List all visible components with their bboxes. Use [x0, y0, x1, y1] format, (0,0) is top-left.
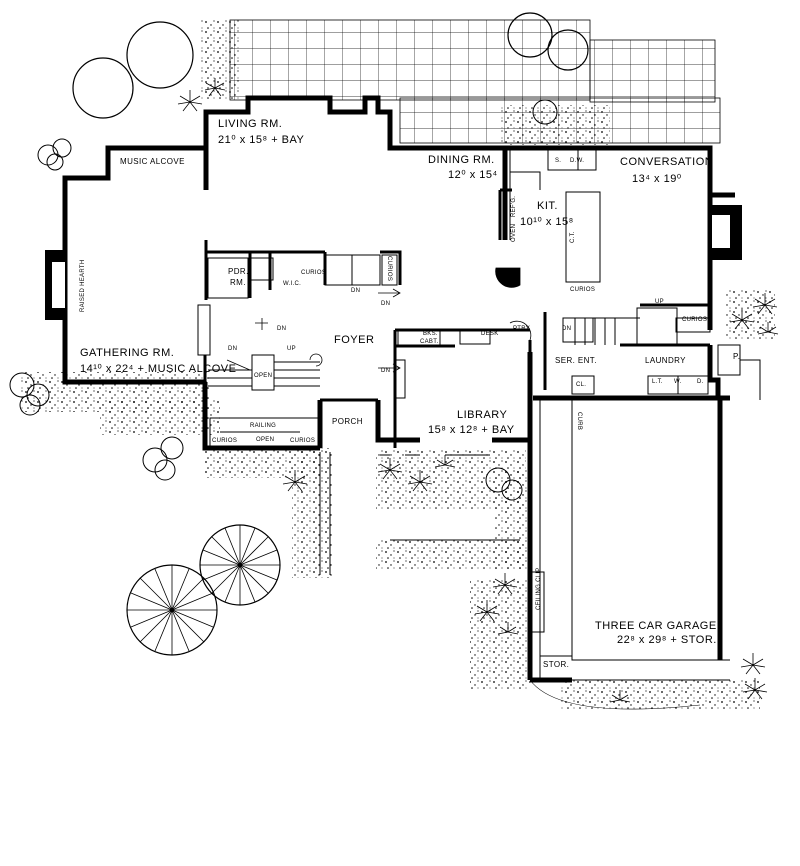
sink-label: S. — [555, 158, 562, 164]
dryer-label: D. — [697, 379, 704, 385]
open-label-railing: OPEN — [256, 437, 275, 443]
service-entry-label: SER. ENT. — [555, 356, 597, 365]
curios-label-stair-right: CURIOS — [290, 438, 316, 444]
living-room-dimensions: 21⁰ x 15⁸ + BAY — [218, 134, 305, 146]
powder-room-label: PDR. — [228, 267, 249, 276]
washer-label: W. — [674, 379, 682, 385]
fixtures-linework — [197, 148, 761, 681]
storage-label: STOR. — [543, 660, 570, 669]
wic-label: W.I.C. — [283, 281, 302, 287]
rear-terrace — [229, 19, 721, 144]
dn-label-stair-2: DN — [228, 346, 238, 352]
cabinet-label: CABT. — [420, 339, 439, 345]
laundry-tub-label: L.T. — [652, 379, 663, 385]
dining-room-label: DINING RM. — [428, 154, 495, 166]
railing-label: RAILING — [250, 423, 277, 429]
gathering-room-label: GATHERING RM. — [80, 347, 175, 359]
dining-room-dimensions: 12⁰ x 15⁴ — [448, 169, 498, 181]
landscaping — [9, 12, 779, 703]
conversation-room-label: CONVERSATION — [620, 156, 714, 168]
oven-label: OVEN — [511, 223, 517, 242]
dn-label-service: DN — [562, 326, 572, 332]
garage-label: THREE CAR GARAGE — [595, 620, 717, 632]
planting-beds — [20, 20, 775, 710]
powder-room-label-2: RM. — [230, 278, 246, 287]
refrigerator-label: REF'G. — [511, 195, 517, 217]
music-alcove-label: MUSIC ALCOVE — [120, 157, 185, 166]
foyer-label: FOYER — [334, 334, 375, 346]
garage-dimensions: 22⁸ x 29⁸ + STOR. — [617, 634, 717, 646]
curb-label: CURB — [576, 412, 582, 431]
curios-label-stair-left: CURIOS — [212, 438, 238, 444]
up-label-stair: UP — [287, 346, 296, 352]
raised-hearth-label: RAISED HEARTH — [80, 259, 86, 312]
driveway-edge — [529, 679, 701, 710]
conversation-room-dimensions: 13⁴ x 19⁰ — [632, 173, 682, 185]
living-room-label: LIVING RM. — [218, 118, 283, 130]
fireplaces — [45, 205, 742, 320]
desk-label: DESK — [481, 331, 499, 337]
p-label: P. — [733, 352, 741, 361]
dn-label-library: DN — [381, 368, 391, 374]
kitchen-dimensions: 10¹⁰ x 15⁸ — [520, 216, 574, 228]
porch-label: PORCH — [332, 417, 363, 426]
dn-label-foyer: DN — [351, 288, 361, 294]
cooktop-label: C.T. — [570, 231, 576, 243]
dishwasher-label: D.W. — [570, 158, 585, 164]
curios-label-wic: CURIOS — [301, 270, 327, 276]
dn-label-stair: DN — [277, 326, 287, 332]
laundry-label: LAUNDRY — [645, 356, 686, 365]
kitchen-label: KIT. — [537, 200, 558, 212]
dn-label-foyer-2: DN — [381, 301, 391, 307]
ceiling-clip-label: CEILING CLIP — [536, 567, 542, 610]
open-label-stair: OPEN — [254, 373, 273, 379]
curios-label-kitchen: CURIOS — [570, 287, 596, 293]
door-swings — [226, 267, 532, 373]
library-dimensions: 15⁸ x 12⁸ + BAY — [428, 424, 515, 436]
bookshelves-label: BKS. — [423, 331, 438, 337]
curios-label-laundry: CURIOS — [682, 317, 708, 323]
curios-label-foyer: CURIOS — [386, 256, 392, 282]
gathering-room-dimensions: 14¹⁰ x 22⁴ + MUSIC ALCOVE — [80, 363, 237, 375]
up-label-service: UP — [655, 299, 664, 305]
library-label: LIBRARY — [457, 409, 508, 421]
pantry-label: PTRY — [513, 326, 531, 332]
closet-label: CL. — [576, 382, 587, 388]
